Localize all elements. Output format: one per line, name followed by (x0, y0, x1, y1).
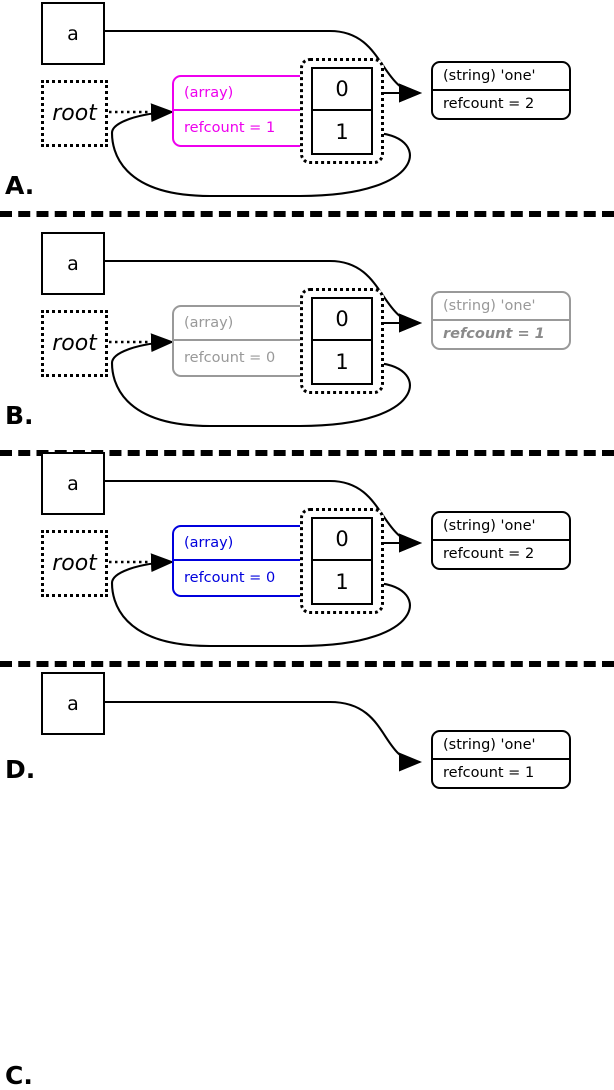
variable-label: a (67, 252, 79, 275)
string-value-box[interactable]: (string) 'one' refcount = 1 (431, 291, 571, 350)
root-label: root (52, 551, 97, 576)
array-type-label: (array) (174, 77, 315, 111)
root-box[interactable]: root (41, 80, 108, 147)
array-cell-0[interactable]: 0 (313, 299, 371, 341)
string-type-label: (string) 'one' (433, 293, 569, 321)
variable-box-a[interactable]: a (41, 452, 105, 515)
variable-box-a[interactable]: a (41, 232, 105, 295)
string-refcount-label: refcount = 2 (443, 546, 535, 563)
root-box[interactable]: root (41, 530, 108, 597)
string-refcount-label: refcount = 1 (443, 326, 545, 343)
edge-a-to-string (101, 700, 423, 772)
string-refcount-label: refcount = 1 (443, 765, 535, 782)
array-refcount-label: refcount = 1 (184, 120, 276, 136)
array-cells: 0 1 (311, 297, 373, 385)
string-type-label: (string) 'one' (433, 732, 569, 760)
panel-separator-1 (0, 211, 614, 217)
variable-label: a (67, 22, 79, 45)
array-cells: 0 1 (311, 517, 373, 605)
panel-label-b: B. (5, 401, 34, 430)
edge-cell1-self-loop (110, 103, 411, 198)
panel-label-a: A. (5, 171, 35, 200)
root-box[interactable]: root (41, 310, 108, 377)
array-value-box[interactable]: (array) refcount = 0 (172, 305, 317, 377)
panel-label-d: D. (5, 755, 36, 784)
panel-b: a root (array) refcount = 0 0 1 (string)… (0, 230, 614, 441)
string-value-box[interactable]: (string) 'one' refcount = 2 (431, 511, 571, 570)
array-type-label: (array) (174, 527, 315, 561)
array-cell-1[interactable]: 1 (335, 570, 349, 594)
array-cell-0[interactable]: 0 (313, 69, 371, 111)
panel-a: a root (array) refcount = 1 0 1 (string)… (0, 0, 614, 211)
string-type-label: (string) 'one' (433, 63, 569, 91)
edge-cell1-self-loop (110, 333, 411, 428)
panel-separator-3 (0, 661, 614, 667)
root-label: root (52, 101, 97, 126)
panel-d: a (string) 'one' refcount = 1 D. (0, 661, 614, 814)
edge-cell1-self-loop (110, 553, 411, 648)
array-value-box[interactable]: (array) refcount = 0 (172, 525, 317, 597)
panel-label-c: C. (5, 1061, 33, 1090)
root-label: root (52, 331, 97, 356)
array-cell-1[interactable]: 1 (335, 120, 349, 144)
array-cell-0[interactable]: 0 (313, 519, 371, 561)
string-type-label: (string) 'one' (433, 513, 569, 541)
array-refcount-label: refcount = 0 (184, 570, 276, 586)
string-value-box[interactable]: (string) 'one' refcount = 1 (431, 730, 571, 789)
panel-d-edges (101, 700, 423, 772)
array-type-label: (array) (174, 307, 315, 341)
array-value-box[interactable]: (array) refcount = 1 (172, 75, 317, 147)
panel-separator-2 (0, 450, 614, 456)
array-refcount-label: refcount = 0 (184, 350, 276, 366)
panel-c: a root (array) refcount = 0 0 1 (string)… (0, 450, 614, 1088)
variable-label: a (67, 692, 79, 715)
variable-box-a[interactable]: a (41, 2, 105, 65)
array-cell-1[interactable]: 1 (335, 350, 349, 374)
string-value-box[interactable]: (string) 'one' refcount = 2 (431, 61, 571, 120)
array-cells: 0 1 (311, 67, 373, 155)
variable-label: a (67, 472, 79, 495)
variable-box-a[interactable]: a (41, 672, 105, 735)
string-refcount-label: refcount = 2 (443, 96, 535, 113)
